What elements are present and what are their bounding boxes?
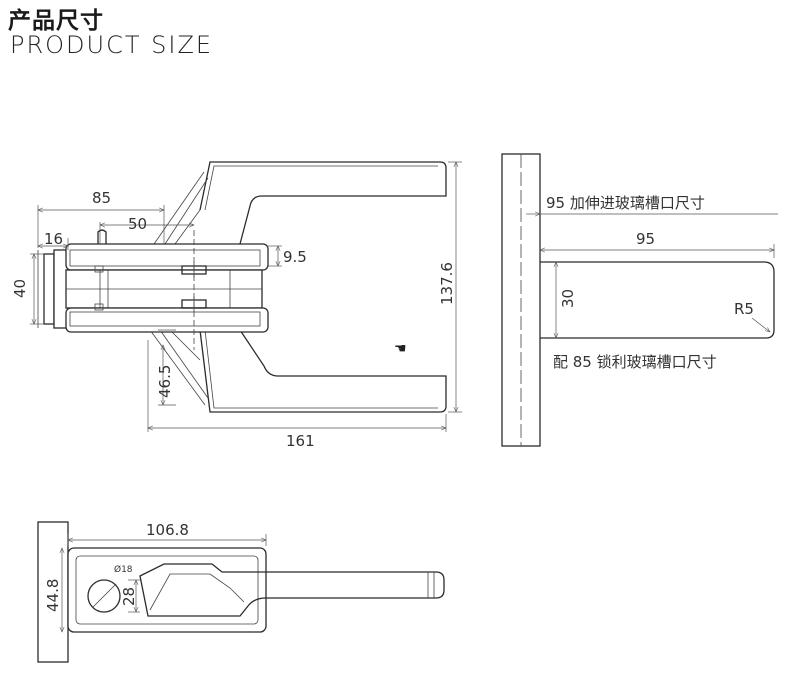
bottom-lever	[139, 563, 445, 617]
dim-d18: Ø18	[114, 564, 133, 575]
lower-lever-bevel	[149, 329, 209, 406]
upper-lever	[199, 161, 447, 245]
bottom-view: 106.8 44.8 28 Ø18	[37, 521, 445, 663]
dim-40: 40	[11, 279, 29, 298]
dim-28: 28	[120, 587, 138, 606]
dim-30: 30	[559, 289, 577, 308]
dim-161: 161	[286, 432, 315, 450]
dim-16: 16	[44, 230, 63, 248]
dim-137-6: 137.6	[438, 262, 456, 305]
base-plate	[67, 547, 267, 633]
page-title-cn: 产品尺寸	[8, 8, 104, 34]
dim-46-5: 46.5	[156, 365, 174, 398]
dim-106-8: 106.8	[146, 521, 189, 539]
spindle-pin	[97, 229, 107, 244]
side-view: 95 加伸进玻璃槽口尺寸 95 30 R5 配 85 锁利玻璃槽口尺寸	[501, 153, 778, 447]
dim-95-glass-note: 95 加伸进玻璃槽口尺寸	[546, 194, 705, 212]
dim-50: 50	[128, 215, 147, 233]
front-view: 85 50 16 9.5 40 137.6 46.5 161 ☚	[11, 162, 462, 450]
cylinder-icon	[87, 579, 121, 613]
hand-cursor-icon: ☚	[394, 341, 407, 357]
note-85-glass: 配 85 锁利玻璃槽口尺寸	[553, 353, 717, 371]
dim-95: 95	[636, 230, 655, 248]
page-title-en: PRODUCT SIZE	[10, 31, 214, 59]
lower-lever	[199, 329, 447, 413]
dim-85: 85	[92, 189, 111, 207]
dim-r5: R5	[734, 300, 754, 318]
dim-44-8: 44.8	[44, 579, 62, 612]
dim-9-5: 9.5	[283, 248, 307, 266]
glass-plate-outer	[43, 253, 55, 325]
lever-side-profile	[540, 261, 775, 339]
